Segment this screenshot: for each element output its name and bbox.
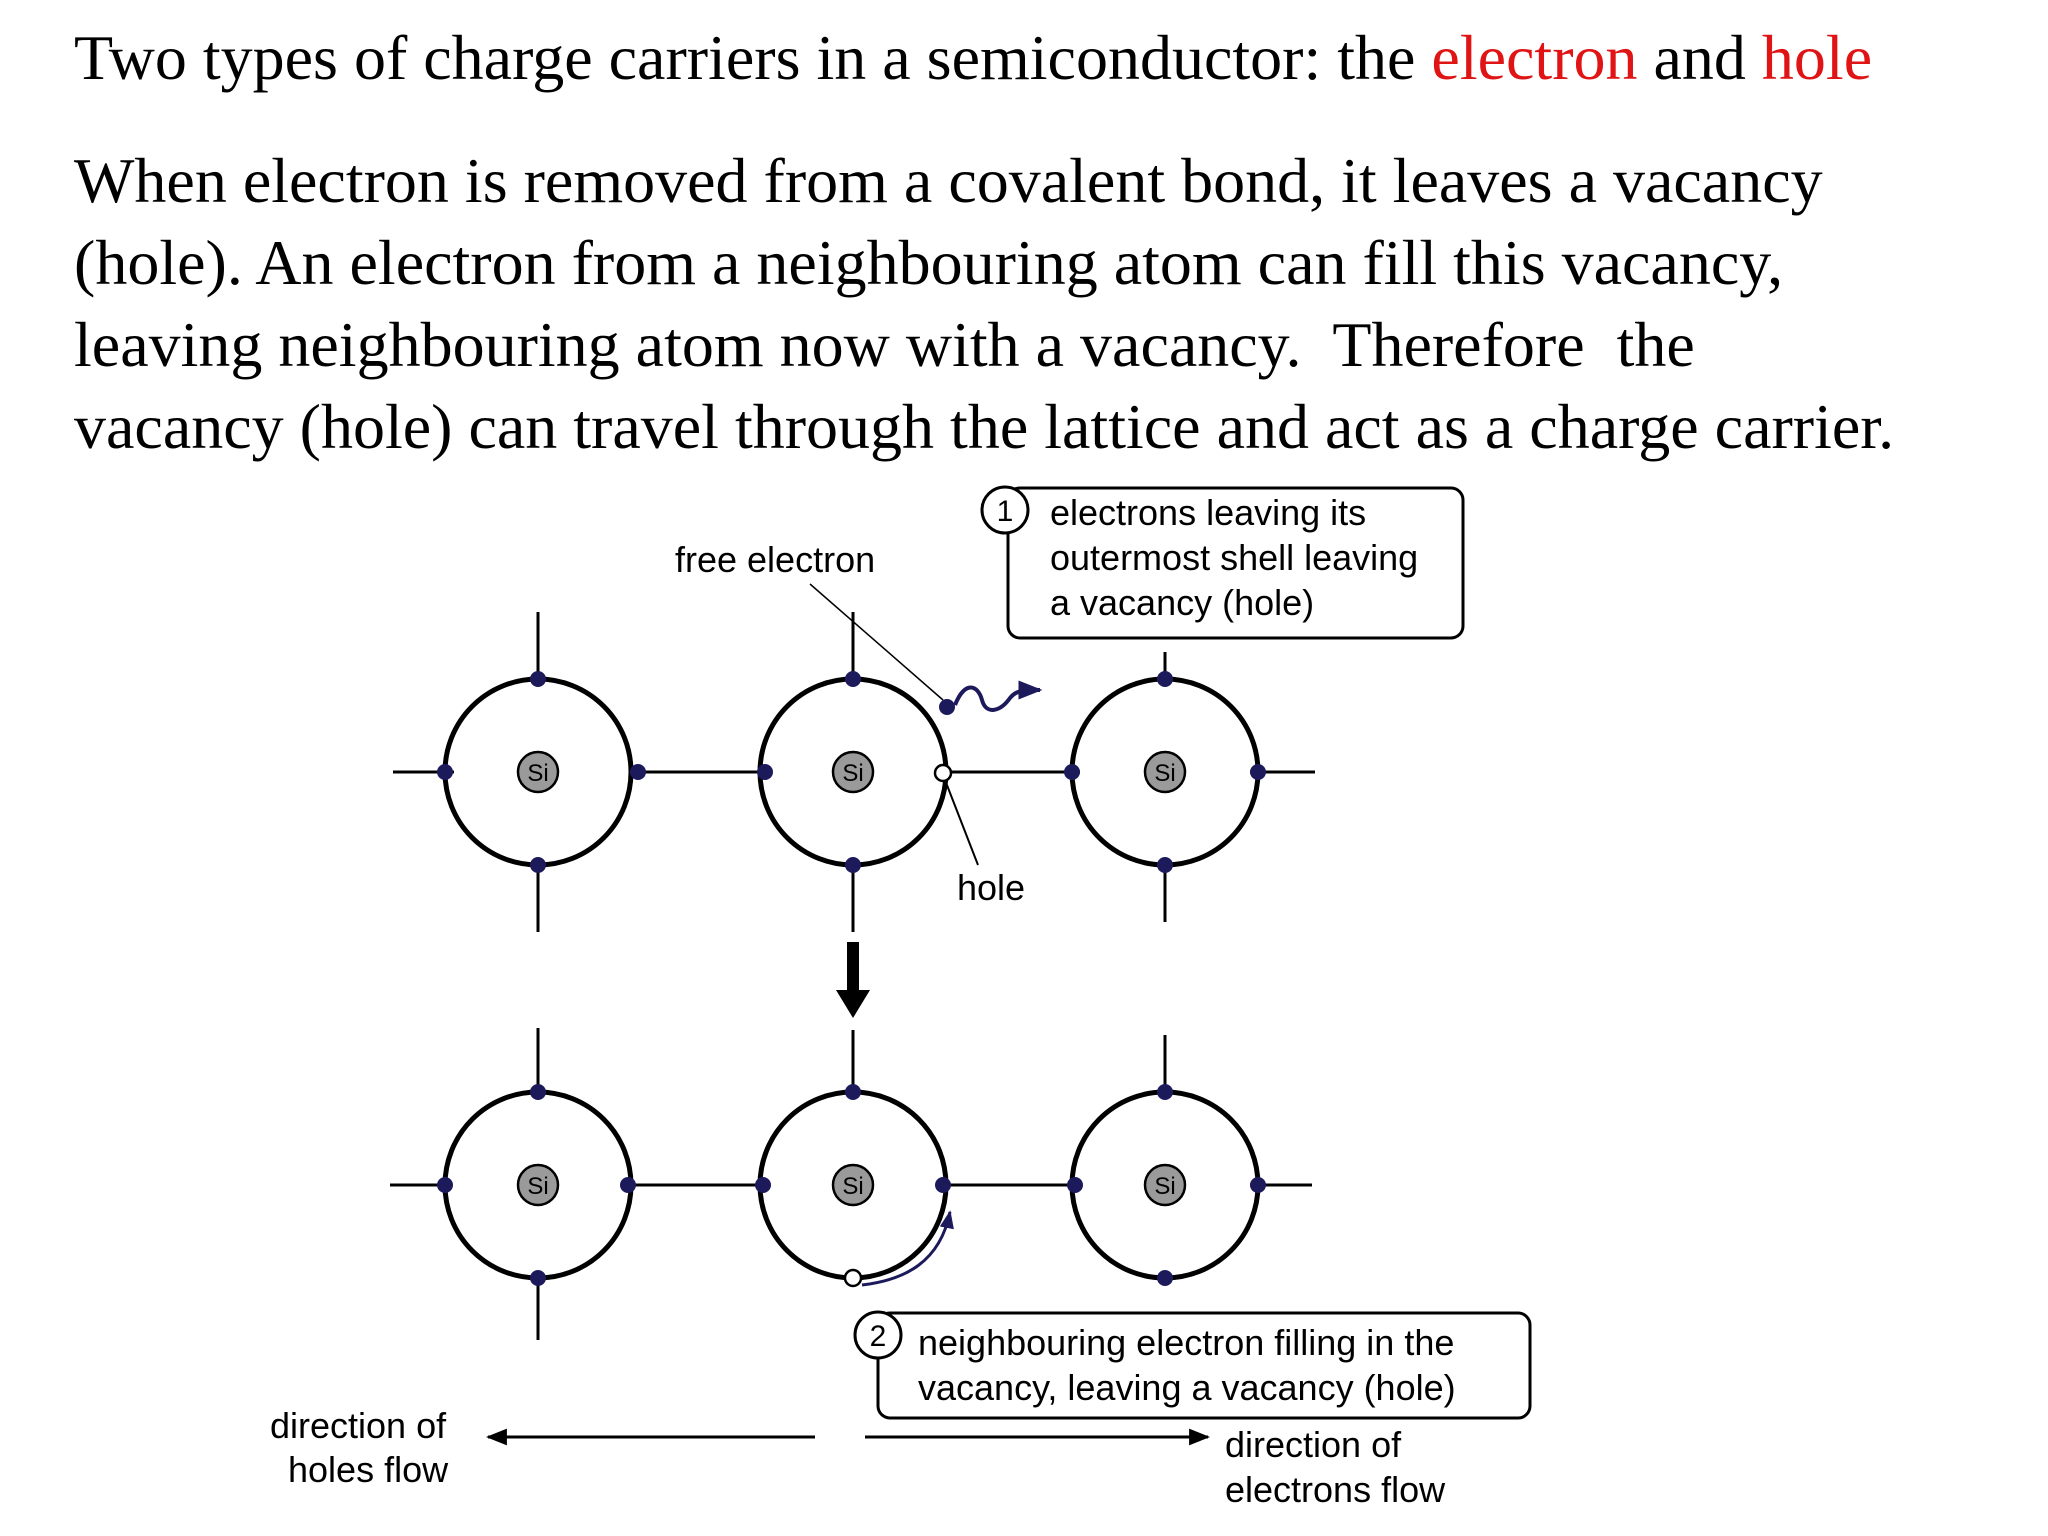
title-prefix: Two types of charge carriers in a semico… (74, 22, 1432, 93)
electron-dot (530, 1270, 546, 1286)
callout-line: outermost shell leaving (1050, 537, 1418, 578)
si-nucleus (1143, 750, 1187, 794)
hole-marker (843, 1268, 863, 1288)
callout-box (1006, 486, 1465, 640)
si-labels-bottom: Si Si Si (527, 1173, 1175, 1200)
hole-label: hole (957, 867, 1025, 908)
title-conjunction: and (1637, 22, 1762, 93)
callout-line: vacancy, leaving a vacancy (hole) (918, 1367, 1456, 1408)
si-nucleus (516, 1163, 560, 1207)
electron-dot (530, 857, 546, 873)
si-label: Si (842, 760, 863, 787)
electron-dot (630, 764, 646, 780)
electron-dot (845, 857, 861, 873)
si-label: Si (527, 760, 548, 787)
si-label: Si (527, 1173, 548, 1200)
electron-dot (757, 764, 773, 780)
si-label: Si (842, 1173, 863, 1200)
paragraph-line: vacancy (hole) can travel through the la… (74, 391, 1895, 462)
free-electron-path (953, 680, 1043, 712)
holes-flow-label: holes flow (288, 1449, 449, 1490)
explanation-paragraph: When electron is removed from a covalent… (74, 140, 2034, 468)
electron-dot (845, 1084, 861, 1100)
free-electron-label: free electron (675, 539, 875, 580)
electrons-flow-label: direction of (1225, 1424, 1402, 1465)
callout-1: 1 electrons leaving its outermost shell … (980, 485, 1465, 640)
electron-dot (437, 1177, 453, 1193)
paragraph-line: leaving neighbouring atom now with a vac… (74, 309, 1695, 380)
electron-dot (437, 764, 453, 780)
hole-leader (944, 779, 979, 866)
si-label: Si (1154, 760, 1175, 787)
si-nucleus (516, 750, 560, 794)
electrons-bottom (437, 1084, 1266, 1286)
callout-number: 2 (870, 1320, 887, 1353)
hole-marker (933, 763, 953, 783)
callout-line: neighbouring electron filling in the (918, 1322, 1454, 1363)
si-labels-top: Si Si Si (527, 760, 1175, 787)
electron-dot (1157, 671, 1173, 687)
callout-2: 2 neighbouring electron filling in the v… (853, 1310, 1532, 1420)
title-term-electron: electron (1431, 22, 1638, 93)
free-electron-leader (809, 583, 944, 701)
electron-dot (1250, 1177, 1266, 1193)
electron-dot (845, 671, 861, 687)
electron-transfer-arrow (861, 1210, 954, 1287)
callout-line: electrons leaving its (1050, 492, 1366, 533)
electrons-flow-label: electrons flow (1225, 1469, 1446, 1510)
electron-dot (1250, 764, 1266, 780)
callout-box (876, 1311, 1532, 1420)
callout-number-badge (980, 485, 1030, 535)
electron-dot (1064, 764, 1080, 780)
electron-dot (935, 1177, 951, 1193)
page-title: Two types of charge carriers in a semico… (74, 18, 1872, 98)
si-label: Si (1154, 1173, 1175, 1200)
electron-dot (620, 1177, 636, 1193)
callout-number: 1 (997, 495, 1014, 528)
electron-dot (755, 1177, 771, 1193)
callout-number-badge (853, 1310, 903, 1360)
transition-arrow (836, 942, 870, 1018)
si-nucleus (831, 750, 875, 794)
electron-dot (1157, 1084, 1173, 1100)
electrons-top (437, 671, 1266, 873)
holes-flow-label: direction of (270, 1405, 447, 1446)
paragraph-line: When electron is removed from a covalent… (74, 145, 1823, 216)
callout-line: a vacancy (hole) (1050, 582, 1314, 623)
electron-dot (530, 1084, 546, 1100)
paragraph-line: (hole). An electron from a neighbouring … (74, 227, 1784, 298)
title-term-hole: hole (1761, 22, 1873, 93)
electron-dot (1157, 1270, 1173, 1286)
free-electron-dot (939, 699, 955, 715)
electron-dot (530, 671, 546, 687)
electron-dot (1067, 1177, 1083, 1193)
electron-dot (1157, 857, 1173, 873)
si-nucleus (831, 1163, 875, 1207)
si-nucleus (1143, 1163, 1187, 1207)
